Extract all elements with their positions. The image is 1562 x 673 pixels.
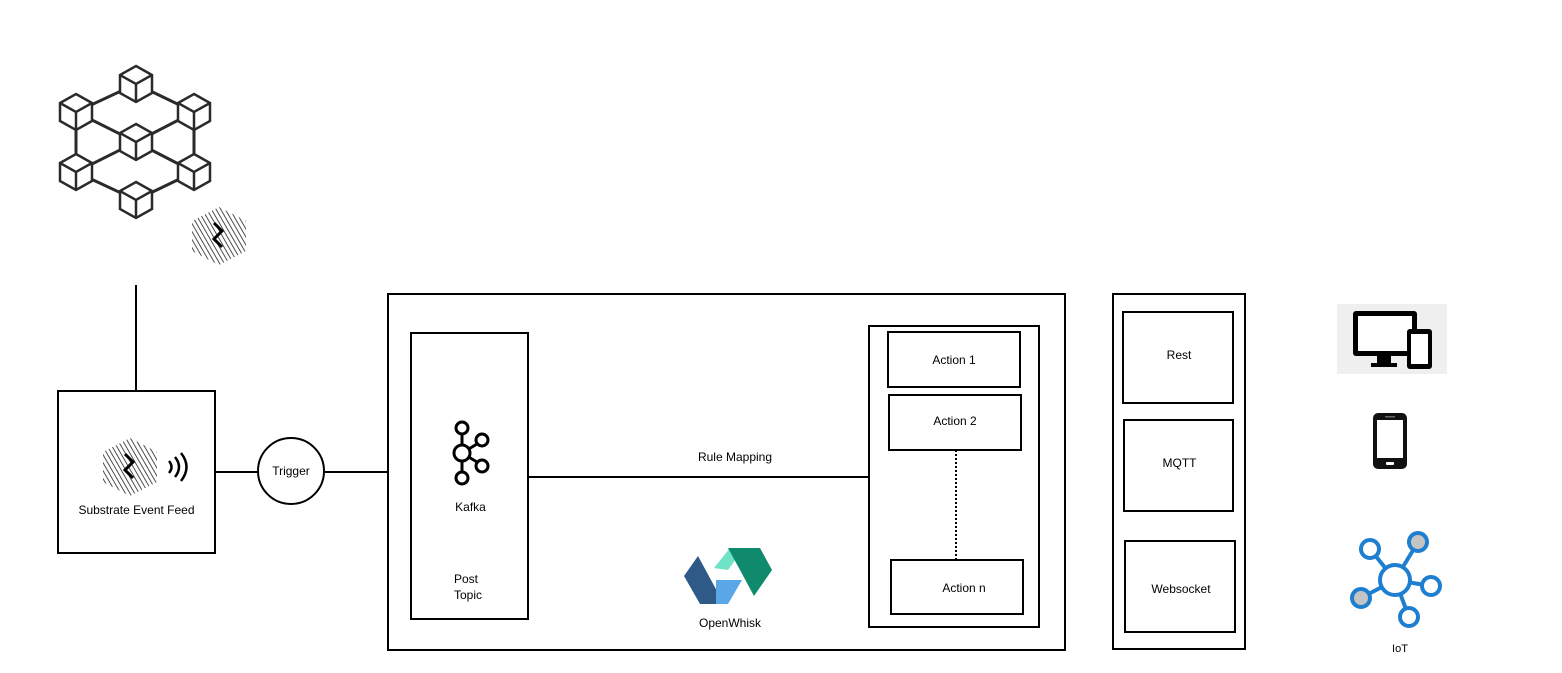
protocol-box-mqtt: MQTT [1123,419,1234,512]
substrate-event-feed-label: Substrate Event Feed [78,503,195,517]
kafka-label: Kafka [455,500,486,514]
protocol-box-rest: Rest [1122,311,1234,404]
post-topic-line1: Post [454,572,479,586]
openwhisk-label: OpenWhisk [698,616,762,630]
smartphone-icon [1373,413,1407,469]
openwhisk-logo-icon [684,548,772,604]
actions-container [868,325,1040,628]
trigger-label: Trigger [272,464,310,478]
iot-hub-icon [1350,531,1442,628]
wireless-signal-icon [167,452,188,482]
action-box-1: Action 1 [887,331,1021,388]
action-box-n: Action n [890,559,1024,615]
substrate-event-feed-box: Substrate Event Feed [57,390,216,554]
action-label-1: Action 1 [932,353,976,367]
action-label-n: Action n [942,581,986,595]
substrate-logo-icon [192,207,246,265]
substrate-logo-icon [103,438,157,496]
openwhisk-container [387,293,1066,651]
kafka-box: Kafka Post Topic [410,332,529,620]
kafka-logo-icon [452,420,490,486]
blockchain-network-icon [58,64,212,220]
rule-mapping-label: Rule Mapping [697,450,773,464]
iot-label: IoT [1392,643,1408,655]
action-label-2: Action 2 [933,414,977,428]
desktop-tablet-icon [1337,304,1447,374]
protocols-container [1112,293,1246,650]
trigger-node: Trigger [257,437,325,505]
protocol-label-websocket: Websocket [1151,582,1211,596]
action-box-2: Action 2 [888,394,1022,451]
protocol-box-websocket: Websocket [1124,540,1236,633]
post-topic-line2: Topic [454,588,483,602]
protocol-label-rest: Rest [1166,348,1192,362]
protocol-label-mqtt: MQTT [1162,456,1197,470]
